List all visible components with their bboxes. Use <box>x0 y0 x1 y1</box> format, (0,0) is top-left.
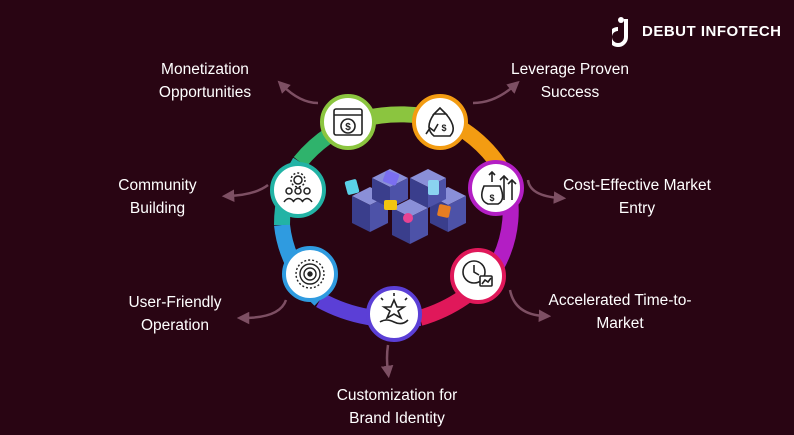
node-community <box>270 162 326 218</box>
label-community: Community Building <box>100 174 215 220</box>
node-leverage: $ <box>412 94 468 150</box>
arrow-userfriendly <box>236 299 288 325</box>
label-monetization: Monetization Opportunities <box>145 58 265 104</box>
label-line: Opportunities <box>158 84 252 101</box>
label-line: Monetization <box>161 61 249 78</box>
label-line: Market <box>596 315 644 332</box>
label-cost: Cost-Effective Market Entry <box>545 174 729 220</box>
label-line: Operation <box>140 317 210 334</box>
label-leverage: Leverage Proven Success <box>505 58 635 104</box>
star-hand-icon <box>379 293 409 325</box>
label-line: User-Friendly <box>128 294 222 311</box>
brand-mark-icon <box>612 17 628 47</box>
label-line: Entry <box>618 200 656 217</box>
label-accelerated: Accelerated Time-to- Market <box>530 289 710 335</box>
arrow-leverage <box>472 80 520 105</box>
target-dial-icon <box>295 259 325 289</box>
svg-text:$: $ <box>345 122 351 133</box>
arrow-community <box>221 183 269 203</box>
label-line: Customization for <box>336 387 458 404</box>
money-bag-growth-icon: $ <box>425 106 454 137</box>
label-line: Leverage Proven <box>510 61 630 78</box>
label-customization: Customization for Brand Identity <box>318 384 476 430</box>
label-line: Success <box>540 84 600 101</box>
label-line: Building <box>129 200 186 217</box>
node-accelerated <box>450 248 506 304</box>
arrow-customization <box>380 344 394 379</box>
label-line: Accelerated Time-to- <box>548 292 692 309</box>
benefit-nodes: $ $ $ <box>270 94 524 342</box>
svg-text:$: $ <box>441 123 446 133</box>
node-monetization: $ <box>320 94 376 150</box>
node-cost: $ <box>468 160 524 216</box>
arrow-cost <box>526 179 567 204</box>
node-userfriendly <box>282 246 338 302</box>
label-line: Cost-Effective Market <box>563 177 711 194</box>
people-gear-icon <box>283 172 313 203</box>
label-line: Community <box>118 177 197 194</box>
label-line: Brand Identity <box>349 410 445 427</box>
clock-chart-icon <box>462 260 493 287</box>
isometric-blocks-icon <box>344 169 466 244</box>
arrow-accelerated <box>508 289 552 323</box>
connector-arrows <box>221 80 567 379</box>
brand-name: DEBUT INFOTECH <box>642 22 782 40</box>
arrow-monetization <box>277 80 319 105</box>
svg-text:$: $ <box>489 193 494 203</box>
label-userfriendly: User-Friendly Operation <box>110 291 240 337</box>
dollar-browser-icon: $ <box>333 108 363 136</box>
money-bag-arrows-icon: $ <box>480 170 517 205</box>
node-customization <box>366 286 422 342</box>
brand-logo: DEBUT INFOTECH <box>612 14 782 48</box>
